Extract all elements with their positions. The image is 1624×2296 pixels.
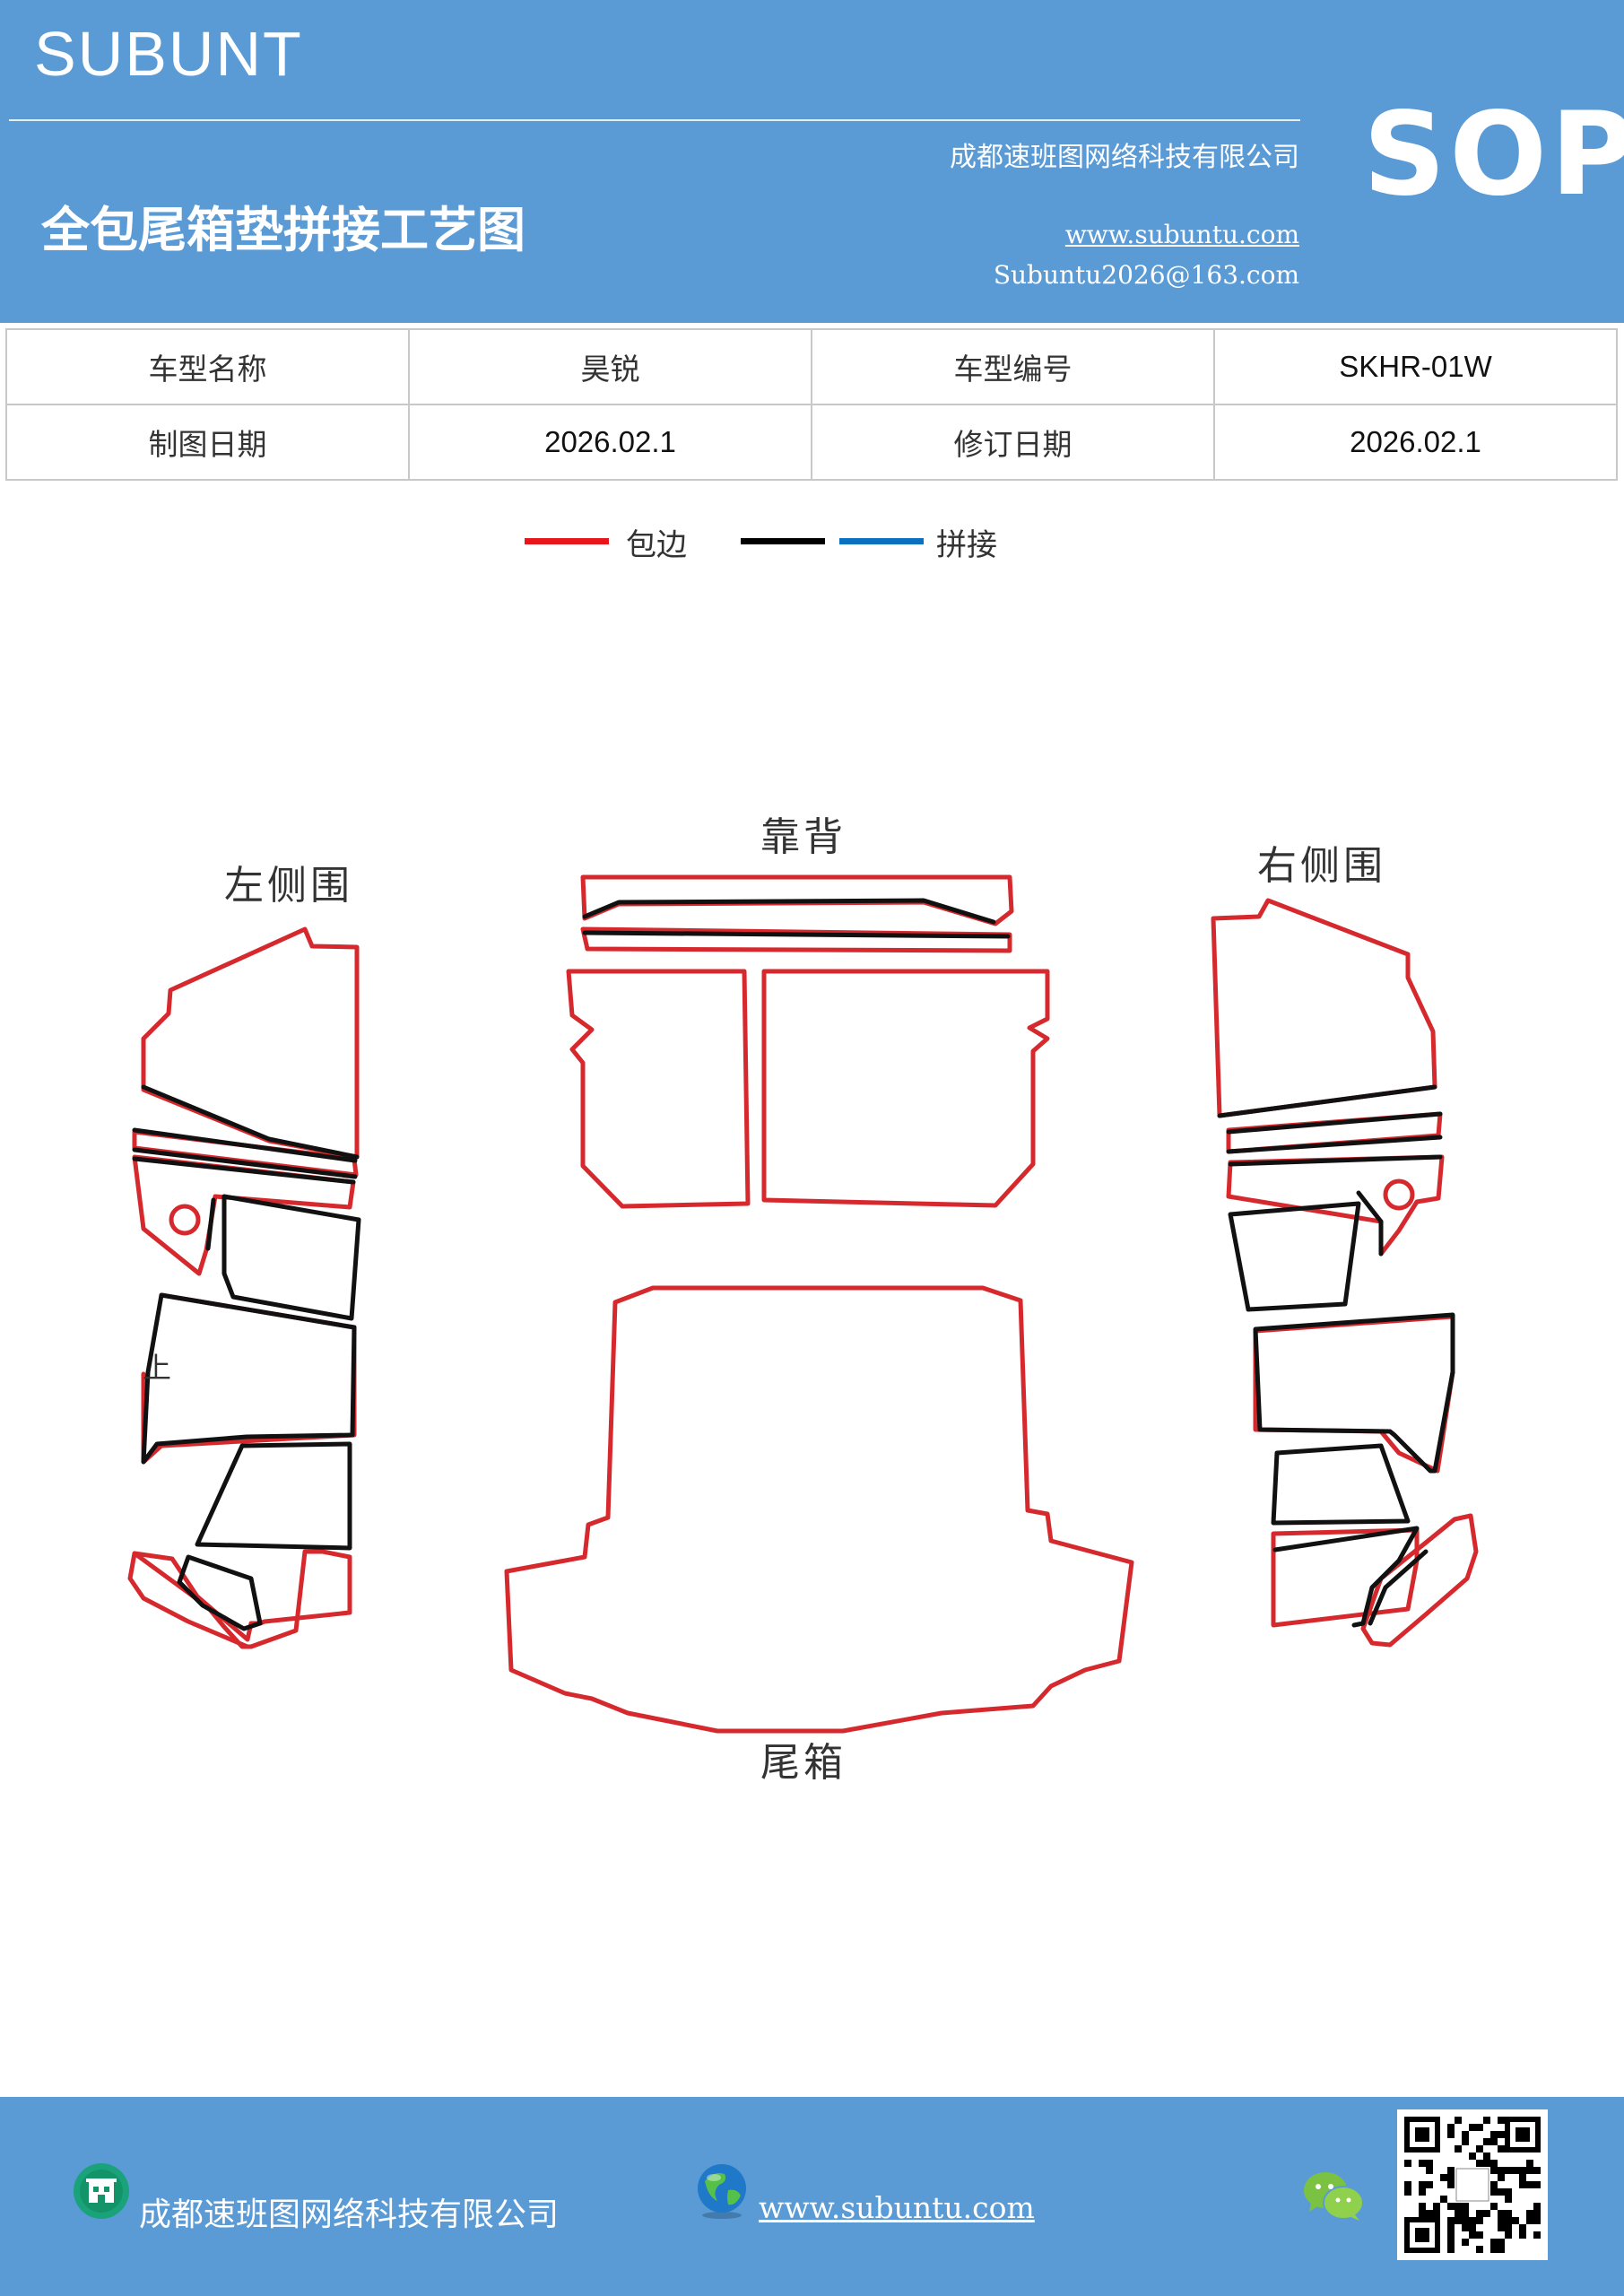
left-side-insert-b (141, 1292, 357, 1465)
building-icon (74, 2163, 129, 2219)
up-marker: 上 (143, 1351, 171, 1385)
legend-blue-line (839, 538, 924, 544)
company-name: 成都速班图网络科技有限公司 (950, 142, 1299, 173)
backrest-seam-b (582, 930, 1011, 939)
trunk-mat-diagram: 靠背 左侧围 右侧围 尾箱 上 (127, 814, 1479, 1786)
right-side-insert-c (1271, 1443, 1411, 1526)
right-side-seam-c (1226, 1135, 1443, 1154)
website-link[interactable]: www.subuntu.com (1064, 220, 1299, 249)
footer-banner: 成都速班图网络科技有限公司 www.subuntu.com (0, 2097, 1624, 2296)
backrest-left-panel (566, 969, 751, 1209)
left-side-insert-c (195, 1441, 352, 1551)
table-row: 车型名称 昊锐 车型编号 SKHR-01W (5, 328, 1618, 405)
value-revision-date: 2026.02.1 (1213, 404, 1618, 481)
right-side-seam-a (1217, 1084, 1437, 1118)
sop-badge: SOP (1363, 88, 1624, 222)
footer-company: 成都速班图网络科技有限公司 (139, 2196, 560, 2233)
backrest-seam-a (582, 898, 996, 925)
value-draw-date: 2026.02.1 (408, 404, 812, 481)
left-side-seam-e (205, 1197, 216, 1251)
label-trunk: 尾箱 (760, 1740, 847, 1786)
left-side-hole (169, 1204, 201, 1236)
table-row: 制图日期 2026.02.1 修订日期 2026.02.1 (5, 404, 1618, 481)
right-side-insert-b (1253, 1312, 1455, 1474)
legend-red-line (525, 538, 609, 544)
legend: 包边 拼接 (0, 527, 1624, 572)
label-vehicle-code: 车型编号 (811, 328, 1215, 405)
right-side-strip-b (1226, 1154, 1445, 1257)
legend-black-line (741, 538, 825, 544)
right-side-seam-d (1228, 1154, 1443, 1167)
wechat-icon[interactable] (1302, 2169, 1365, 2224)
qr-code (1397, 2109, 1548, 2260)
document-title: 全包尾箱垫拼接工艺图 (41, 202, 525, 258)
brand-name: SUBUNT (34, 19, 303, 89)
left-side-seam-b (132, 1127, 358, 1163)
value-vehicle-name: 昊锐 (408, 328, 812, 405)
globe-icon (698, 2164, 746, 2219)
label-left-side: 左侧围 (224, 863, 353, 909)
right-side-insert-e (1368, 1549, 1429, 1626)
right-side-insert-a (1228, 1201, 1361, 1312)
left-side-outer-c (127, 1551, 250, 1649)
left-side-insert-d (177, 1554, 263, 1631)
left-side-insert-a (221, 1194, 361, 1321)
right-side-top-piece (1211, 898, 1437, 1118)
backrest-right-panel (761, 969, 1050, 1208)
right-side-corner-piece (1360, 1513, 1479, 1648)
left-side-seam-d (132, 1156, 356, 1185)
left-side-seam-a (141, 1084, 360, 1160)
label-backrest: 靠背 (760, 814, 847, 860)
right-side-hole (1383, 1178, 1415, 1211)
right-side-seam-b (1226, 1111, 1443, 1135)
label-vehicle-name: 车型名称 (5, 328, 410, 405)
label-revision-date: 修订日期 (811, 404, 1215, 481)
info-table: 车型名称 昊锐 车型编号 SKHR-01W 制图日期 2026.02.1 修订日… (5, 328, 1618, 481)
value-vehicle-code: SKHR-01W (1213, 328, 1618, 405)
right-side-insert-d (1272, 1526, 1420, 1628)
header-banner: SUBUNT 成都速班图网络科技有限公司 全包尾箱垫拼接工艺图 www.subu… (0, 0, 1624, 323)
right-side-seam-e (1356, 1190, 1384, 1257)
left-side-corner-piece (132, 1549, 352, 1649)
left-side-top-piece (141, 926, 360, 1160)
left-side-seam-c (132, 1147, 358, 1179)
label-right-side: 右侧围 (1257, 843, 1386, 889)
trunk-floor-piece (504, 1285, 1134, 1734)
backrest-bottom-piece (580, 926, 1012, 953)
label-draw-date: 制图日期 (5, 404, 410, 481)
footer-website-link[interactable]: www.subuntu.com (759, 2190, 1035, 2225)
header-divider (9, 119, 1300, 121)
legend-label-edge: 包边 (626, 527, 687, 563)
legend-label-seam: 拼接 (936, 527, 997, 563)
contact-email: Subuntu2026@163.com (993, 260, 1299, 290)
